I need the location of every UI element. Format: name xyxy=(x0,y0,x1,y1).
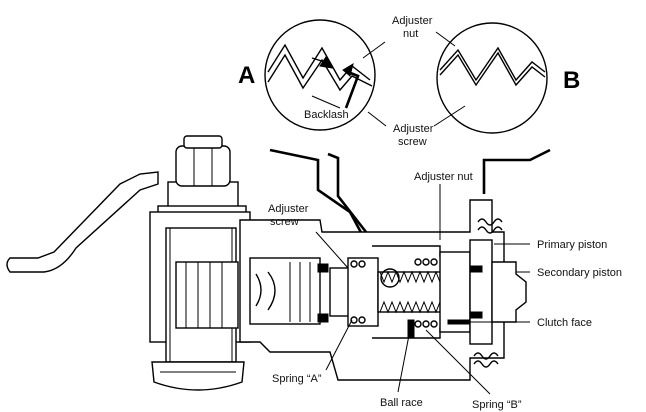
detail-label-backlash: Backlash xyxy=(304,109,349,121)
thread-profile-screw-b xyxy=(439,51,546,87)
secondary-piston xyxy=(491,261,527,323)
spring-b-coils-top xyxy=(414,258,438,266)
camshaft-stack xyxy=(149,135,251,391)
spring-a-coils xyxy=(350,260,366,324)
detail-view-a xyxy=(264,19,387,131)
label-adjuster-screw-2: screw xyxy=(270,216,299,228)
label-adjuster-screw-1: Adjuster xyxy=(268,203,309,215)
callout-leaders xyxy=(315,184,530,395)
detail-letter-a: A xyxy=(238,62,255,89)
detail-marker-circle xyxy=(380,268,400,288)
detail-label-adjuster-screw-2: screw xyxy=(398,136,427,148)
detail-view-b xyxy=(433,22,548,134)
label-primary-piston: Primary piston xyxy=(537,239,607,251)
label-ball-race: Ball race xyxy=(380,397,423,409)
detail-circle-b xyxy=(436,22,548,134)
label-clutch-face: Clutch face xyxy=(537,317,592,329)
label-secondary-piston: Secondary piston xyxy=(537,267,622,279)
hex-nut xyxy=(175,145,231,187)
return-spring-top xyxy=(477,218,503,234)
detail-letter-b: B xyxy=(563,67,580,94)
primary-piston xyxy=(469,239,493,345)
detail-label-adjuster-screw-1: Adjuster xyxy=(393,123,434,135)
detail-callout-bracket xyxy=(269,148,551,241)
detail-label-adjuster-nut-2: nut xyxy=(403,28,418,40)
adjuster-nut-assembly xyxy=(350,218,527,368)
thread-profile-screw-a xyxy=(267,53,373,92)
detail-label-adjuster-nut-1: Adjuster xyxy=(392,15,433,27)
label-spring-a: Spring “A” xyxy=(272,373,322,385)
detail-circle-a xyxy=(264,19,376,131)
label-spring-b: Spring “B” xyxy=(472,399,522,411)
spring-b-coils-bottom xyxy=(414,320,438,328)
label-adjuster-nut: Adjuster nut xyxy=(414,171,473,183)
ball-race xyxy=(407,319,415,339)
return-spring-bottom xyxy=(473,352,499,368)
lever-arm xyxy=(6,171,159,273)
thread-profile-nut-b xyxy=(439,46,546,82)
